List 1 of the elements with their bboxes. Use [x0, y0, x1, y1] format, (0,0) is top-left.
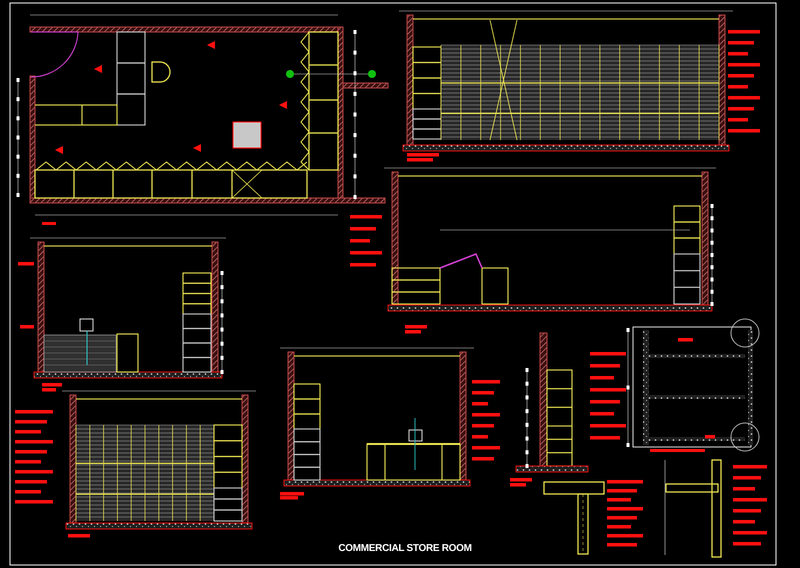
drawing-title: COMMERCIAL STORE ROOM — [337, 543, 473, 554]
